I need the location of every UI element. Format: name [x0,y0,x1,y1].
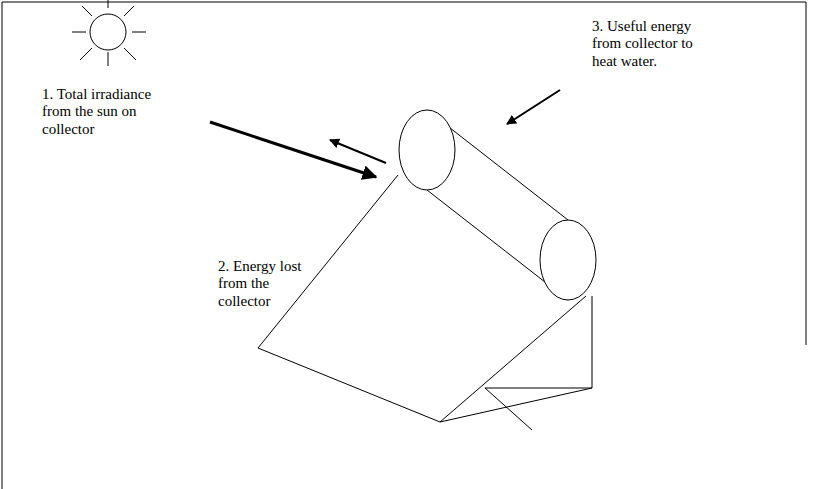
useful-energy-arrow [507,90,560,124]
loss-label: 2. Energy lost from the collector [218,258,318,310]
collector-panel [258,175,586,422]
sun-symbol [72,0,146,66]
loss-arrow [330,140,386,163]
useful-energy-label: 3. Useful energy from collector to heat … [592,18,712,70]
water-tank [399,110,596,300]
irradiance-label: 1. Total irradiance from the sun on coll… [42,86,174,138]
collector-stand [440,296,592,430]
